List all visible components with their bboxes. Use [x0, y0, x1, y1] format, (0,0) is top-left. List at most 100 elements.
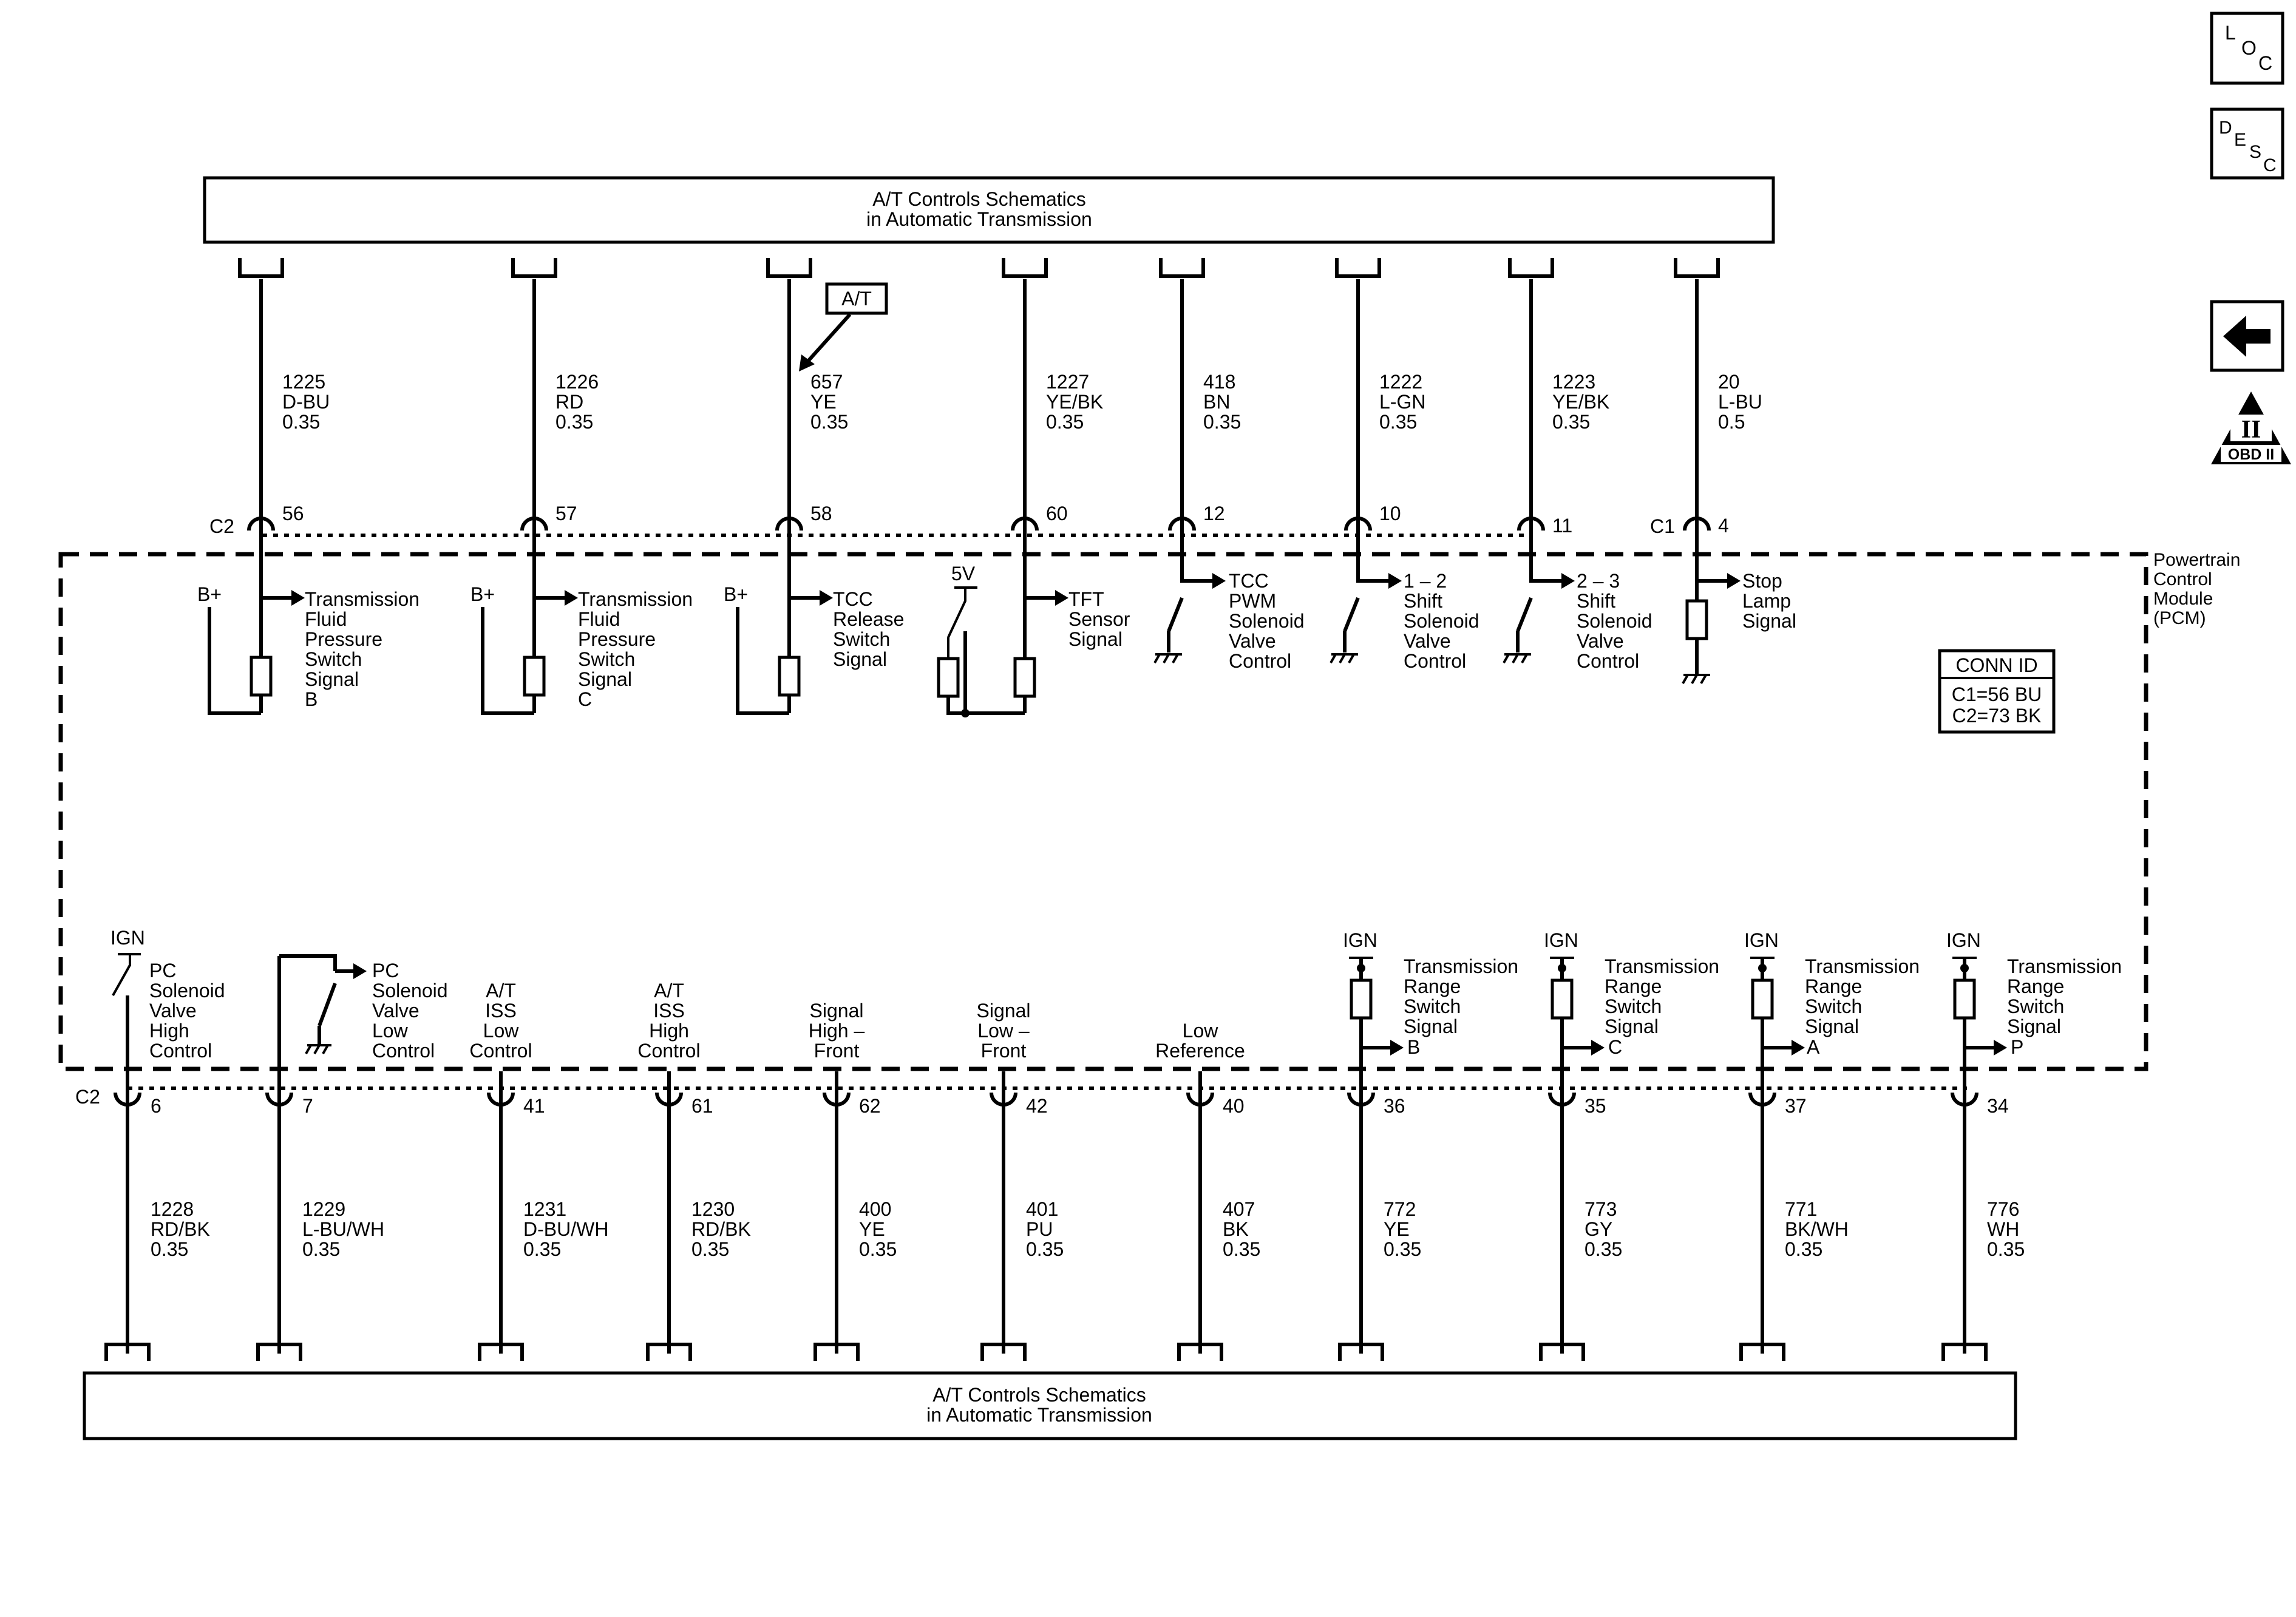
supply-label: IGN [1544, 929, 1578, 951]
top-wire[interactable]: B+ 1226 RD 0.35 57 Transmission Fluid Pr… [470, 258, 693, 715]
signal-line: Signal [2007, 1015, 2061, 1037]
top-harness[interactable]: A/T Controls Schematics in Automatic Tra… [203, 176, 1775, 244]
wire-color: RD/BK [151, 1218, 210, 1240]
signal-line: TCC [1229, 570, 1269, 592]
pin-number: 35 [1584, 1095, 1606, 1117]
pin-number: 56 [282, 503, 304, 524]
obd-mark: II [2241, 416, 2261, 444]
signal-line: Switch [1605, 995, 1662, 1017]
signal-line: Transmission [305, 588, 419, 610]
wire-circuit: 776 [1987, 1198, 2019, 1220]
signal-line: Signal [977, 1000, 1031, 1022]
signal-line: A/T [654, 980, 684, 1002]
top-wire[interactable]: 418 BN 0.35 12 TCC PWM Solenoid Valve Co… [1153, 258, 1305, 672]
wire-color: D-BU/WH [523, 1218, 608, 1240]
pin-number: 12 [1203, 503, 1225, 524]
supply-label: 5V [951, 563, 976, 585]
signal-line: ISS [485, 1000, 517, 1022]
signal-line: Solenoid [1229, 610, 1305, 632]
wire-color: L-BU/WH [302, 1218, 384, 1240]
signal-line: Transmission [1404, 955, 1518, 977]
signal-line: 2 – 3 [1577, 570, 1620, 592]
signal-line: A/T [486, 980, 516, 1002]
wire-gauge: 0.35 [1046, 411, 1084, 433]
signal-line: Front [814, 1040, 860, 1062]
signal-line: Low [1183, 1020, 1219, 1042]
signal-line: Reference [1155, 1040, 1245, 1062]
top-wire[interactable]: 1223 YE/BK 0.35 11 2 – 3 Shift Solenoid … [1503, 258, 1652, 672]
wire-circuit: 400 [859, 1198, 891, 1220]
wire-circuit: 418 [1203, 371, 1235, 393]
bottom-wire[interactable]: IGN 772 YE 0.35 36 Transmission Range Sw… [1338, 929, 1518, 1361]
signal-line: Lamp [1742, 590, 1791, 612]
supply-label: IGN [1946, 929, 1981, 951]
desc-button[interactable]: D E S C [2210, 107, 2284, 180]
wire-gauge: 0.35 [302, 1238, 340, 1260]
signal-line: Pressure [578, 628, 656, 650]
top-wire[interactable]: B+ 1225 D-BU 0.35 56 Transmission Fluid … [197, 258, 419, 715]
bottom-wire[interactable]: 401 PU 0.35 42 Signal Low – Front [977, 1000, 1064, 1361]
signal-line: Low [483, 1020, 520, 1042]
pin-number: 34 [1987, 1095, 2009, 1117]
wire-color: RD/BK [691, 1218, 751, 1240]
signal-line: Signal [305, 668, 359, 690]
pcm-label-line: (PCM) [2153, 608, 2206, 628]
signal-line: Signal [1805, 1015, 1859, 1037]
signal-line: Solenoid [149, 980, 225, 1002]
wire-color: WH [1987, 1218, 2019, 1240]
pin-number: 41 [523, 1095, 545, 1117]
bottom-wire[interactable]: IGN 1228 RD/BK 0.35 6 PC Solenoid Valve … [104, 927, 225, 1361]
bottom-harness[interactable]: A/T Controls Schematics in Automatic Tra… [83, 1371, 2017, 1440]
signal-line: Control [372, 1040, 435, 1062]
signal-line: ISS [653, 1000, 685, 1022]
signal-line: Switch [305, 648, 362, 670]
signal-line: TFT [1068, 588, 1104, 610]
bottom-wire[interactable]: 400 YE 0.35 62 Signal High – Front [809, 1000, 897, 1361]
signal-line: B [1407, 1036, 1420, 1058]
bottom-harness-subtitle: in Automatic Transmission [926, 1404, 1152, 1426]
back-button[interactable] [2210, 300, 2284, 372]
wire-gauge: 0.35 [1987, 1238, 2025, 1260]
signal-line: Release [833, 608, 904, 630]
wire-circuit: 1228 [151, 1198, 194, 1220]
top-wire[interactable]: 5V 1227 YE/BK 0.35 60 TFT Sensor Signal [937, 258, 1130, 717]
wire-color: BK/WH [1785, 1218, 1849, 1240]
obd-ii-icon[interactable]: II OBD II [2211, 392, 2291, 464]
pcm-label-line: Module [2153, 589, 2213, 609]
top-wire[interactable]: B+ 657 YE 0.35 58 TCC Release Switch Sig… [724, 258, 904, 715]
bottom-wire[interactable]: 1229 L-BU/WH 0.35 7 PC Solenoid Valve Lo… [256, 954, 448, 1361]
signal-line: PWM [1229, 590, 1276, 612]
signal-line: Control [1404, 650, 1466, 672]
signal-line: TCC [833, 588, 873, 610]
conn-id-title: CONN ID [1955, 654, 2037, 676]
signal-line: Valve [149, 1000, 197, 1022]
wire-gauge: 0.5 [1718, 411, 1745, 433]
wire-circuit: 1226 [555, 371, 599, 393]
bottom-wire[interactable]: IGN 773 GY 0.35 35 Transmission Range Sw… [1539, 929, 1719, 1361]
bottom-wire[interactable]: IGN 776 WH 0.35 34 Transmission Range Sw… [1941, 929, 2122, 1361]
signal-line: Stop [1742, 570, 1782, 592]
signal-line: Transmission [1805, 955, 1920, 977]
pin-number: 61 [691, 1095, 713, 1117]
signal-line: P [2011, 1036, 2023, 1058]
pcm-label-line: Control [2153, 569, 2212, 589]
at-option-tag: A/T [799, 282, 888, 371]
signal-line: Fluid [578, 608, 620, 630]
signal-line: Fluid [305, 608, 347, 630]
wire-color: L-GN [1379, 391, 1425, 413]
bottom-wire[interactable]: 407 BK 0.35 40 Low Reference [1155, 1020, 1260, 1361]
conn-id-c1: C1=56 BU [1952, 683, 2042, 705]
top-wire[interactable]: 1222 L-GN 0.35 10 1 – 2 Shift Solenoid V… [1330, 258, 1479, 672]
signal-line: Switch [1805, 995, 1862, 1017]
connector-c1-top: C1 [1650, 515, 1675, 537]
signal-line: Range [2007, 975, 2064, 997]
bottom-wire[interactable]: 1230 RD/BK 0.35 61 A/T ISS High Control [637, 980, 751, 1361]
top-wire[interactable]: 20 L-BU 0.5 4 Stop Lamp Signal [1674, 258, 1796, 684]
signal-line: Sensor [1068, 608, 1130, 630]
bottom-wire[interactable]: 1231 D-BU/WH 0.35 41 A/T ISS Low Control [469, 980, 608, 1361]
signal-line: Control [469, 1040, 532, 1062]
loc-button[interactable]: L O C [2210, 12, 2284, 85]
signal-line: Signal [1742, 610, 1796, 632]
signal-line: Valve [1404, 630, 1451, 652]
bottom-wire[interactable]: IGN 771 BK/WH 0.35 37 Transmission Range… [1739, 929, 1920, 1361]
